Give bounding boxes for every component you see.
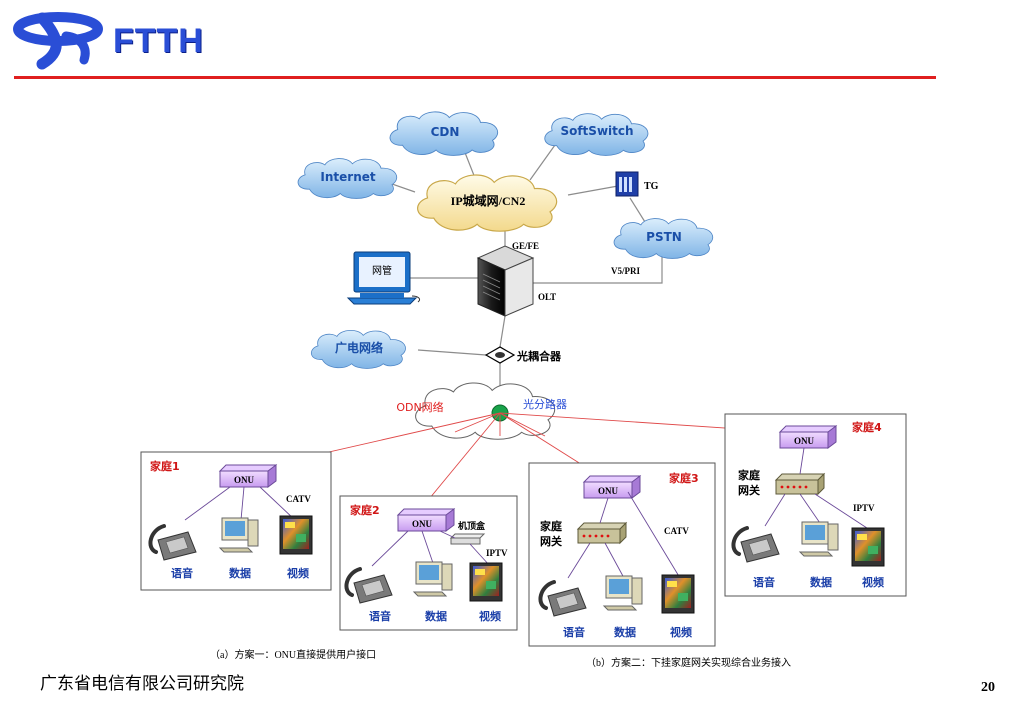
home-1-onu: ONU: [218, 464, 278, 488]
broadcast-label: 广电网络: [335, 340, 383, 355]
home-4-iptv-label: IPTV: [853, 503, 875, 513]
olt-server: OLT: [476, 245, 556, 317]
home-internal-links: [184, 447, 871, 579]
home-3-voice-label: 语音: [563, 625, 585, 639]
home-2-iptv-label: IPTV: [486, 548, 508, 558]
svg-text:家庭: 家庭: [738, 468, 760, 482]
home-2-tv-icon: [469, 562, 503, 602]
ge-fe-label: GE/FE: [512, 241, 539, 251]
optical-coupler: 光耦合器: [484, 346, 562, 364]
home-4-gateway: 家庭 网关: [738, 468, 826, 497]
svg-text:网关: 网关: [738, 483, 760, 497]
home-4-voice-label: 语音: [753, 575, 775, 589]
footer-organization: 广东省电信有限公司研究院: [40, 674, 244, 694]
page-number: 20: [981, 680, 995, 695]
home-3-title: 家庭3: [669, 471, 699, 485]
cloud-softswitch: SoftSwitch: [544, 113, 649, 156]
cloud-internet: Internet: [297, 158, 398, 199]
home-2-voice-label: 语音: [369, 609, 391, 623]
svg-text:ONU: ONU: [794, 436, 815, 446]
home-4-tv-icon: [851, 527, 885, 567]
cloud-cdn: CDN: [389, 111, 499, 156]
v5-pri-label: V5/PRI: [611, 266, 640, 276]
softswitch-label: SoftSwitch: [560, 124, 633, 138]
page-title: FTTH: [113, 22, 204, 60]
splitter-label: 光分路器: [523, 397, 567, 411]
title-divider: [14, 76, 936, 79]
home-3-video-label: 视频: [670, 625, 692, 639]
cdn-label: CDN: [431, 125, 460, 139]
home-4-computer-icon: [798, 521, 839, 557]
home-2-onu: ONU: [396, 508, 456, 532]
olt-label: OLT: [538, 292, 556, 302]
home-2-title: 家庭2: [350, 503, 380, 517]
svg-text:ONU: ONU: [598, 486, 619, 496]
home-4-data-label: 数据: [810, 575, 832, 589]
home-3-tv-icon: [661, 574, 695, 614]
home-3-computer-icon: [602, 575, 643, 611]
china-telecom-logo-icon: [13, 12, 103, 70]
home-3-phone-icon: [538, 580, 587, 617]
caption-scheme-a: （a）方案一：ONU直接提供用户接口: [210, 648, 376, 661]
nms-label: 网管: [372, 264, 392, 277]
odn-label: ODN网络: [396, 400, 443, 414]
home-2-video-label: 视频: [479, 609, 501, 623]
caption-scheme-b: （b）方案二：下挂家庭网关实现综合业务接入: [586, 656, 791, 669]
svg-text:ONU: ONU: [234, 475, 255, 485]
cloud-odn: ODN网络 光分路器: [396, 382, 567, 440]
home-1-catv-label: CATV: [286, 494, 311, 504]
home-2-data-label: 数据: [425, 609, 447, 623]
home-3-onu: ONU: [582, 475, 642, 499]
home-4-phone-icon: [731, 526, 780, 563]
svg-text:网关: 网关: [540, 534, 562, 548]
tg-gateway: TG: [615, 171, 659, 197]
home-4-onu: ONU: [778, 425, 838, 449]
home-1-title: 家庭1: [150, 459, 180, 473]
cloud-ip-metro: IP城域网/CN2: [416, 174, 558, 232]
home-3-gateway: 家庭 网关: [540, 519, 628, 548]
home-3-catv-label: CATV: [664, 526, 689, 536]
home-2-set-top-box: 机顶盒: [449, 520, 486, 545]
home-4-title: 家庭4: [852, 420, 882, 434]
nms-computer: 网管: [346, 251, 421, 305]
ip-metro-label: IP城域网/CN2: [451, 193, 526, 208]
home-2-computer-icon: [412, 561, 453, 597]
coupler-label: 光耦合器: [516, 349, 562, 363]
cloud-broadcast: 广电网络: [310, 329, 406, 369]
cloud-pstn: PSTN: [613, 218, 714, 259]
home-1-data-label: 数据: [229, 566, 251, 580]
home-2-phone-icon: [344, 567, 393, 604]
svg-text:家庭: 家庭: [540, 519, 562, 533]
home-1-voice-label: 语音: [171, 566, 193, 580]
home-1-computer-icon: [218, 517, 259, 553]
home-1-tv-icon: [279, 515, 313, 555]
svg-text:ONU: ONU: [412, 519, 433, 529]
tg-label: TG: [644, 181, 659, 192]
home-4-video-label: 视频: [862, 575, 884, 589]
internet-label: Internet: [320, 170, 375, 184]
home-1-video-label: 视频: [287, 566, 309, 580]
pstn-label: PSTN: [646, 230, 682, 244]
home-1-phone-icon: [148, 524, 197, 561]
home-3-data-label: 数据: [614, 625, 636, 639]
svg-text:机顶盒: 机顶盒: [458, 520, 486, 532]
